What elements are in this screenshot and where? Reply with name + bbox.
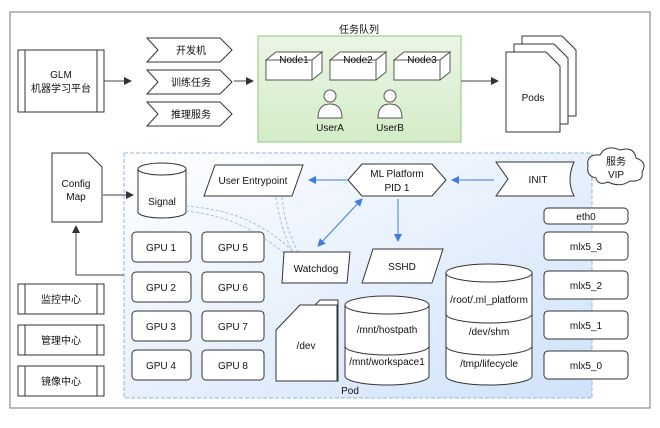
svg-text:GPU 7: GPU 7 (218, 322, 248, 333)
svg-text:监控中心: 监控中心 (41, 293, 81, 306)
service-training-job[interactable]: 训练任务 (145, 69, 233, 95)
svg-text:GPU 3: GPU 3 (146, 322, 176, 333)
svg-text:User Entrypoint: User Entrypoint (219, 176, 288, 187)
nic-mlx5-1[interactable]: mlx5_1 (543, 310, 629, 340)
root-mounts[interactable]: /root/.ml_platform /dev/shm /tmp/lifecyc… (445, 263, 533, 386)
image-center[interactable]: 镜像中心 (17, 365, 105, 397)
nic-eth0[interactable]: eth0 (543, 207, 629, 225)
service-label: 训练任务 (171, 76, 211, 89)
svg-text:GPU 5: GPU 5 (218, 243, 248, 254)
user-b-icon (377, 89, 403, 119)
monitoring-center[interactable]: 监控中心 (17, 283, 105, 315)
nic-mlx5-3[interactable]: mlx5_3 (543, 231, 629, 261)
svg-text:/root/.ml_platform: /root/.ml_platform (450, 295, 528, 306)
svg-text:GPU 2: GPU 2 (146, 283, 176, 294)
service-dev-machine[interactable]: 开发机 (145, 37, 233, 63)
mnt-volumes[interactable]: /mnt/hostpath /mnt/workspace1 (344, 295, 430, 386)
svg-text:Node1: Node1 (279, 55, 309, 66)
glm-platform[interactable]: GLM 机器学习平台 (17, 49, 105, 113)
svg-text:/dev: /dev (297, 341, 316, 352)
service-inference[interactable]: 推理服务 (145, 101, 233, 127)
watchdog[interactable]: Watchdog (281, 251, 351, 284)
gpu-8[interactable]: GPU 8 (201, 349, 265, 381)
platform-line1: GLM (50, 70, 72, 81)
config-map[interactable]: Config Map (51, 152, 103, 223)
svg-text:mlx5_3: mlx5_3 (570, 242, 603, 253)
vip-cloud-icon[interactable]: 服务 VIP (587, 147, 645, 186)
svg-text:mlx5_1: mlx5_1 (570, 321, 603, 332)
queue-title: 任务队列 (339, 23, 379, 36)
init-process[interactable]: INIT (495, 161, 575, 197)
node-2[interactable]: Node2 (328, 50, 388, 82)
task-queue: 任务队列 Node1 Node2 Node3 UserA (257, 23, 462, 143)
user-a-icon (317, 89, 343, 119)
gpu-1[interactable]: GPU 1 (131, 231, 192, 263)
user-entrypoint[interactable]: User Entrypoint (203, 164, 304, 197)
nic-mlx5-0[interactable]: mlx5_0 (543, 350, 629, 380)
pods-stack-icon[interactable]: Pods (505, 35, 577, 133)
svg-text:mlx5_0: mlx5_0 (570, 361, 603, 372)
svg-text:GPU 6: GPU 6 (218, 283, 248, 294)
svg-text:ML Platform: ML Platform (370, 169, 424, 180)
nic-mlx5-2[interactable]: mlx5_2 (543, 270, 629, 300)
svg-text:Map: Map (66, 192, 86, 203)
gpu-grid: GPU 1 GPU 5 GPU 2 GPU 6 GPU 3 GPU 7 GPU … (131, 231, 265, 381)
gpu-6[interactable]: GPU 6 (201, 271, 265, 303)
svg-text:Config: Config (62, 179, 91, 190)
management-center[interactable]: 管理中心 (17, 324, 105, 356)
pods-label: Pods (522, 93, 545, 104)
dev-volume[interactable]: /dev (275, 299, 339, 382)
svg-text:/mnt/hostpath: /mnt/hostpath (357, 325, 418, 336)
gpu-2[interactable]: GPU 2 (131, 271, 192, 303)
svg-text:管理中心: 管理中心 (41, 334, 81, 347)
svg-text:INIT: INIT (529, 175, 548, 186)
svg-text:Node3: Node3 (407, 55, 437, 66)
signal-store[interactable]: Signal (137, 162, 187, 219)
platform-line2: 机器学习平台 (31, 82, 91, 95)
svg-text:镜像中心: 镜像中心 (41, 375, 81, 388)
pod-label: Pod (341, 386, 359, 397)
svg-text:Node2: Node2 (343, 55, 373, 66)
ml-platform-pid1[interactable]: ML Platform PID 1 (347, 163, 447, 197)
svg-text:PID 1: PID 1 (384, 183, 409, 194)
gpu-5[interactable]: GPU 5 (201, 231, 265, 263)
service-label: 推理服务 (171, 108, 211, 121)
svg-text:GPU 4: GPU 4 (146, 361, 176, 372)
gpu-7[interactable]: GPU 7 (201, 310, 265, 342)
gpu-4[interactable]: GPU 4 (131, 349, 192, 381)
service-label: 开发机 (176, 44, 206, 57)
user-a-label: UserA (316, 123, 344, 134)
svg-text:Watchdog: Watchdog (294, 264, 339, 275)
svg-text:服务: 服务 (606, 155, 626, 168)
svg-text:/tmp/lifecycle: /tmp/lifecycle (460, 359, 518, 370)
sshd[interactable]: SSHD (361, 248, 444, 284)
svg-text:/dev/shm: /dev/shm (469, 327, 510, 338)
svg-text:mlx5_2: mlx5_2 (570, 281, 603, 292)
svg-text:GPU 8: GPU 8 (218, 361, 248, 372)
svg-text:VIP: VIP (608, 170, 624, 181)
svg-text:SSHD: SSHD (388, 262, 416, 273)
svg-text:eth0: eth0 (576, 212, 596, 223)
svg-text:Signal: Signal (148, 197, 176, 208)
gpu-3[interactable]: GPU 3 (131, 310, 192, 342)
svg-text:GPU 1: GPU 1 (146, 243, 176, 254)
node-3[interactable]: Node3 (392, 50, 452, 82)
node-1[interactable]: Node1 (264, 50, 324, 82)
svg-text:/mnt/workspace1: /mnt/workspace1 (349, 357, 425, 368)
user-b-label: UserB (376, 123, 404, 134)
